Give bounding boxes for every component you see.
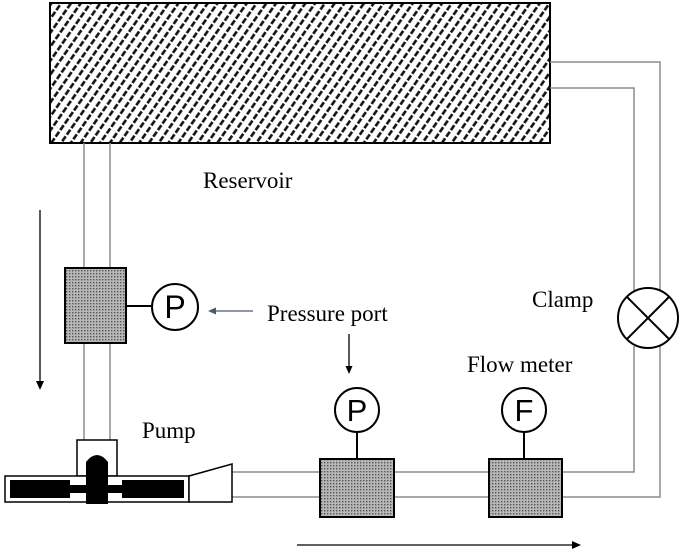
flow-meter-label: Flow meter — [467, 352, 573, 377]
flow-arrow-down — [36, 210, 44, 390]
lower-gauge-letter: P — [347, 393, 368, 428]
clamp-valve — [617, 287, 679, 349]
reservoir-label: Reservoir — [203, 168, 293, 193]
flow-meter-letter: F — [515, 393, 534, 428]
upper-pressure-gauge — [151, 283, 199, 331]
pressure-port-arrow-left — [208, 307, 253, 315]
upper-gauge-letter: P — [164, 289, 185, 325]
clamp-label: Clamp — [532, 287, 593, 312]
pump-label: Pump — [142, 418, 196, 443]
pressure-port-arrow-down — [345, 334, 353, 374]
pump — [4, 439, 233, 504]
supply-tubing — [83, 143, 111, 440]
return-tubing — [232, 61, 661, 498]
pressure-port-label: Pressure port — [267, 301, 388, 326]
upper-pressure-chamber — [64, 267, 127, 344]
flow-arrow-right — [297, 541, 581, 549]
reservoir-tank — [49, 2, 551, 144]
flow-meter-chamber — [488, 458, 563, 518]
lower-pressure-chamber — [319, 458, 395, 518]
